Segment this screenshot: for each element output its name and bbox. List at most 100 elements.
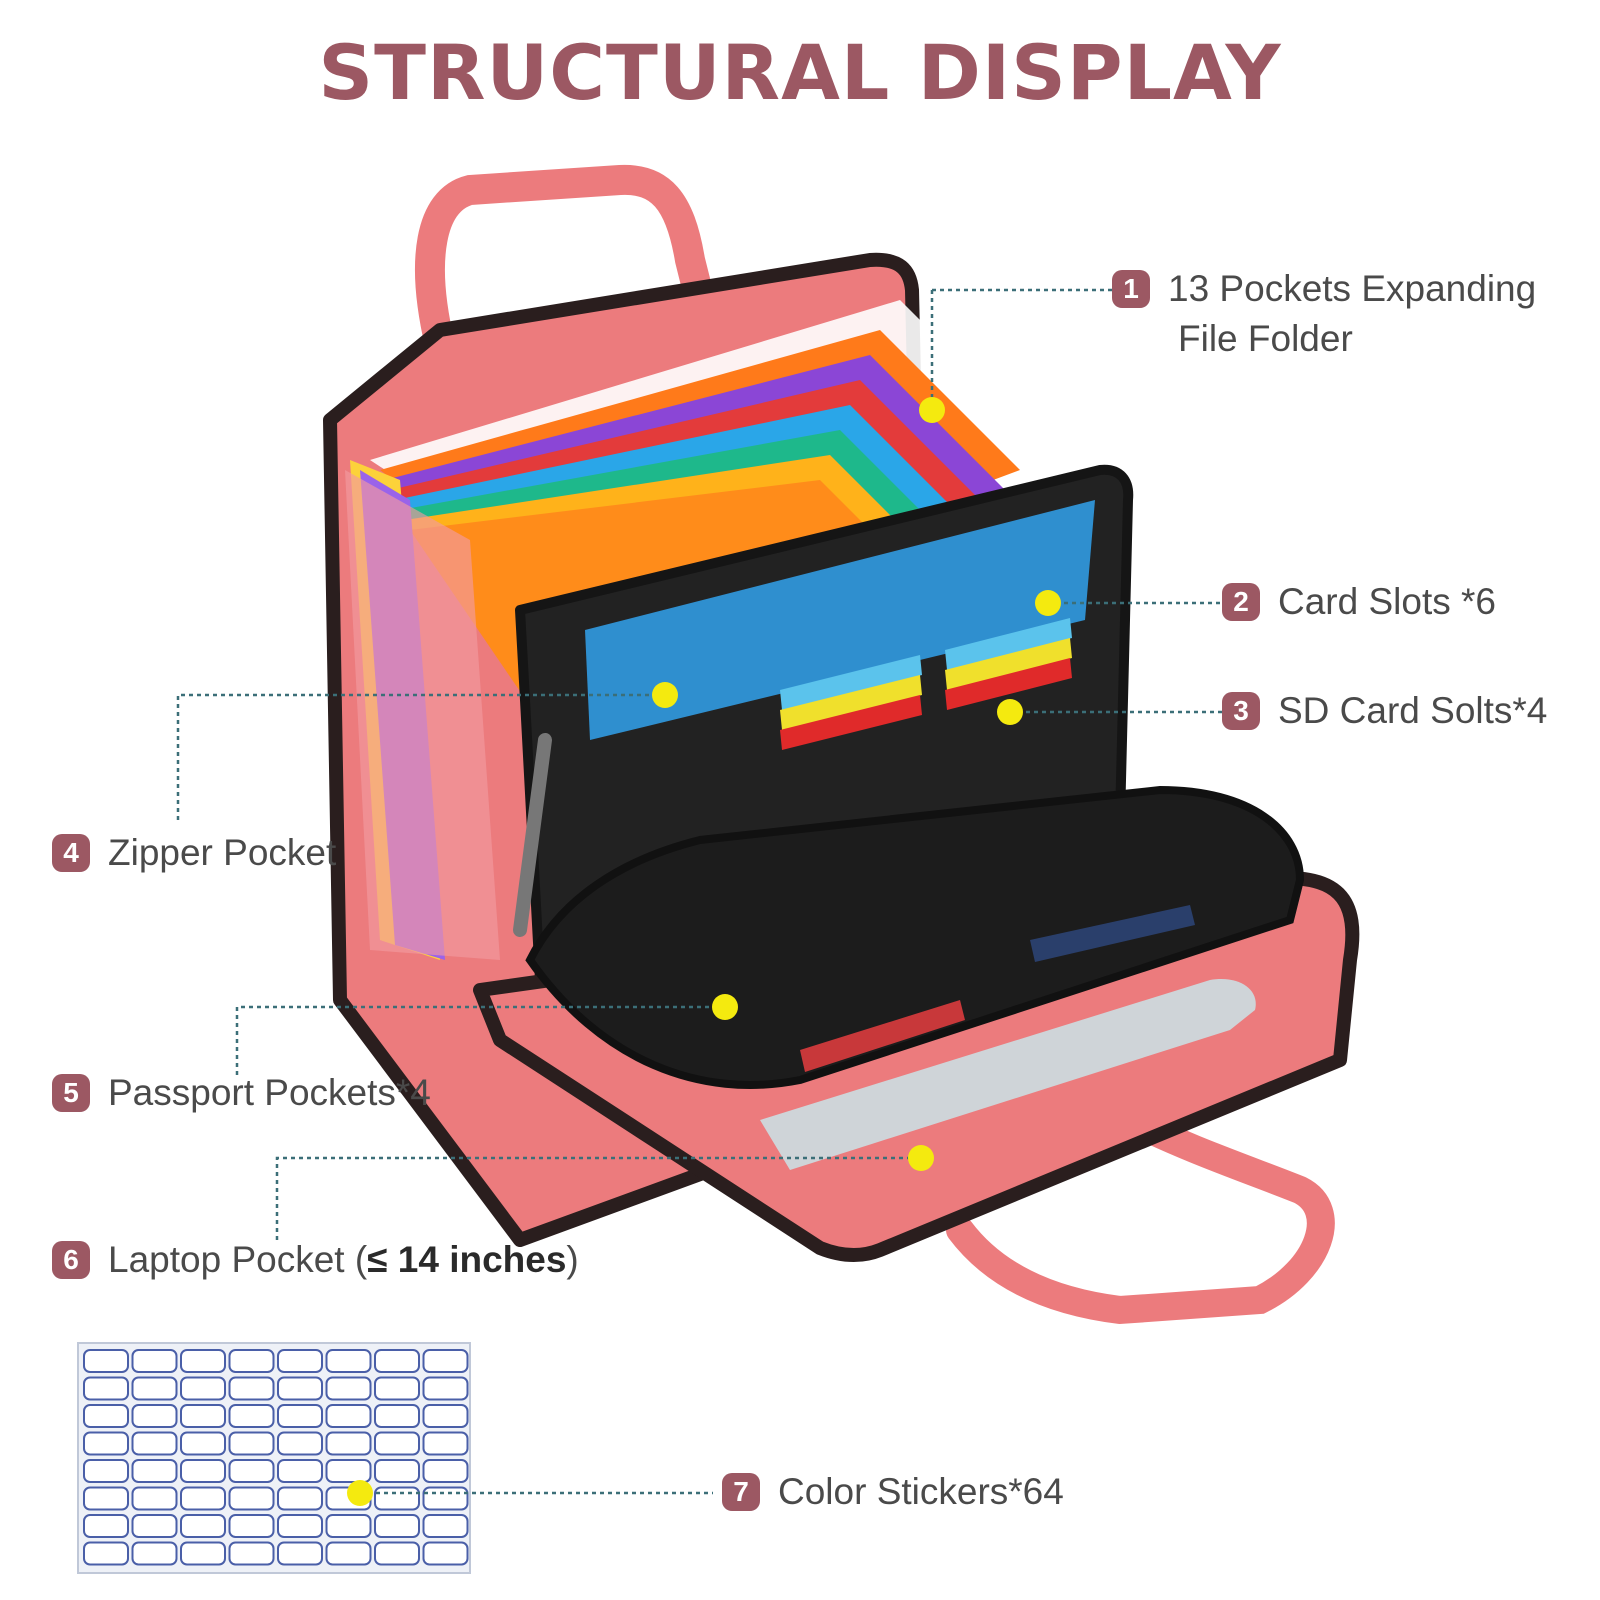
- sticker-label: [422, 1349, 469, 1373]
- sticker-label: [374, 1459, 420, 1483]
- sticker-sheet: [77, 1342, 471, 1574]
- sticker-label: [277, 1486, 323, 1511]
- sticker-label: [422, 1514, 469, 1538]
- marker-1: [919, 397, 945, 423]
- callout-label: 13 Pockets Expanding: [1168, 268, 1537, 309]
- sticker-label: [131, 1486, 178, 1511]
- marker-5: [712, 994, 738, 1020]
- sticker-label: [83, 1486, 129, 1511]
- sticker-label: [180, 1349, 226, 1373]
- sticker-label: [374, 1514, 420, 1538]
- callout-number: 6: [52, 1241, 90, 1279]
- sticker-label: [83, 1431, 129, 1456]
- sticker-label: [228, 1514, 275, 1538]
- sticker-label: [180, 1486, 226, 1511]
- sticker-label: [228, 1541, 275, 1566]
- callout-expanding-folder: 1 13 Pockets Expanding File Folder: [1112, 264, 1536, 364]
- callout-label: Passport Pockets*4: [108, 1072, 431, 1113]
- callout-label: Card Slots *6: [1278, 581, 1496, 622]
- callout-label-end: ): [566, 1239, 579, 1280]
- callout-color-stickers: 7 Color Stickers*64: [722, 1467, 1064, 1517]
- callout-number: 1: [1112, 270, 1150, 308]
- sticker-label: [422, 1431, 469, 1456]
- callout-markers: [347, 397, 1061, 1506]
- sticker-label: [277, 1541, 323, 1566]
- sticker-label: [325, 1349, 372, 1373]
- pen: [513, 733, 552, 937]
- callout-label: Zipper Pocket: [108, 832, 337, 873]
- sticker-label: [228, 1376, 275, 1401]
- sticker-label: [228, 1486, 275, 1511]
- passport-navy: [1030, 905, 1195, 962]
- sticker-label: [131, 1541, 178, 1566]
- sticker-label: [277, 1404, 323, 1428]
- sticker-label: [180, 1514, 226, 1538]
- sticker-label: [422, 1459, 469, 1483]
- sticker-label: [422, 1376, 469, 1401]
- sticker-label: [131, 1459, 178, 1483]
- marker-2: [1035, 590, 1061, 616]
- sticker-label: [277, 1431, 323, 1456]
- callout-leaders: [176, 288, 1222, 1495]
- sticker-label: [83, 1404, 129, 1428]
- bag-side-panel: [345, 470, 500, 960]
- sticker-label: [228, 1459, 275, 1483]
- sticker-label: [325, 1459, 372, 1483]
- marker-3: [997, 699, 1023, 725]
- sticker-label: [374, 1486, 420, 1511]
- sticker-label: [374, 1404, 420, 1428]
- sticker-label: [228, 1404, 275, 1428]
- sticker-label: [374, 1376, 420, 1401]
- callout-card-slots: 2 Card Slots *6: [1222, 577, 1496, 627]
- sticker-label: [131, 1376, 178, 1401]
- sticker-label: [374, 1431, 420, 1456]
- sticker-label: [277, 1459, 323, 1483]
- sticker-label: [277, 1514, 323, 1538]
- sticker-label: [277, 1349, 323, 1373]
- blue-document: [585, 500, 1095, 740]
- callout-number: 7: [722, 1473, 760, 1511]
- sticker-label: [325, 1514, 372, 1538]
- callout-label: Laptop Pocket (≤ 14 inches): [108, 1235, 579, 1285]
- sticker-label: [83, 1349, 129, 1373]
- callout-label-start: Laptop Pocket (: [108, 1239, 368, 1280]
- sticker-label: [180, 1376, 226, 1401]
- sticker-label: [83, 1376, 129, 1401]
- callout-sd-card-slots: 3 SD Card Solts*4: [1222, 686, 1547, 736]
- sticker-label: [277, 1376, 323, 1401]
- sticker-label: [180, 1404, 226, 1428]
- sticker-label: [325, 1376, 372, 1401]
- callout-number: 4: [52, 834, 90, 872]
- sticker-label: [83, 1514, 129, 1538]
- callout-label: SD Card Solts*4: [1278, 690, 1548, 731]
- sticker-label: [131, 1514, 178, 1538]
- sticker-label: [180, 1541, 226, 1566]
- sticker-label: [325, 1404, 372, 1428]
- sticker-label: [228, 1431, 275, 1456]
- callout-passport-pockets: 5 Passport Pockets*4: [52, 1068, 431, 1118]
- callout-zipper-pocket: 4 Zipper Pocket: [52, 828, 336, 878]
- marker-6: [908, 1145, 934, 1171]
- bottom-handle: [946, 1106, 1335, 1325]
- callout-label-size: ≤ 14 inches: [367, 1239, 567, 1280]
- callout-number: 2: [1222, 583, 1260, 621]
- laptop: [760, 979, 1256, 1170]
- callout-label: Color Stickers*64: [778, 1471, 1064, 1512]
- sticker-label: [131, 1349, 178, 1373]
- sticker-label: [180, 1431, 226, 1456]
- sticker-label: [422, 1541, 469, 1566]
- sticker-label: [131, 1404, 178, 1428]
- callout-laptop-pocket: 6 Laptop Pocket (≤ 14 inches): [52, 1235, 579, 1285]
- passport-red: [800, 1000, 965, 1072]
- sticker-label: [374, 1541, 420, 1566]
- callout-number: 3: [1222, 692, 1260, 730]
- marker-7: [347, 1480, 373, 1506]
- cards-in-slots: [780, 618, 1072, 750]
- sticker-label: [228, 1349, 275, 1373]
- sticker-label: [83, 1459, 129, 1483]
- sticker-label: [180, 1459, 226, 1483]
- top-handle: [415, 164, 715, 360]
- marker-4: [652, 682, 678, 708]
